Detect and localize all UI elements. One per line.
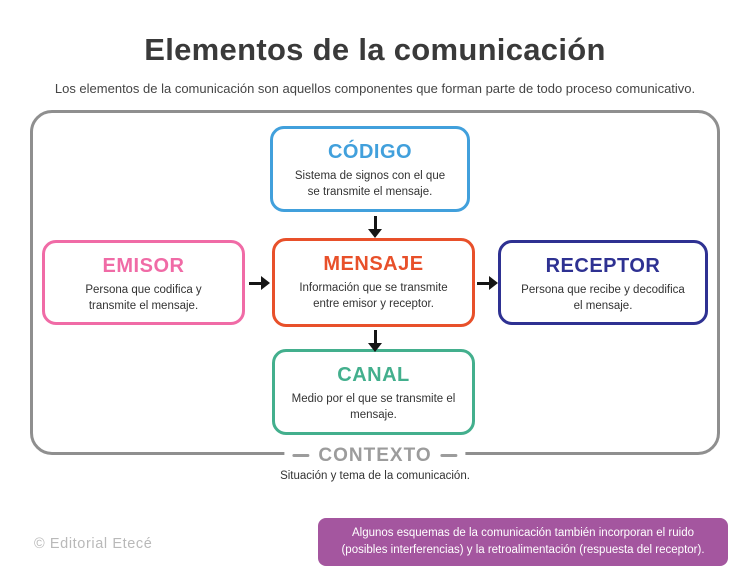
arrow-shaft xyxy=(249,281,261,285)
page-title: Elementos de la comunicación xyxy=(144,32,606,67)
page-subtitle: Los elementos de la comunicación son aqu… xyxy=(54,81,696,96)
receptor-title: RECEPTOR xyxy=(545,255,661,277)
arrow-right-mensaje-to-receptor-icon xyxy=(477,276,498,290)
contexto-dash-right xyxy=(440,454,458,457)
arrow-head xyxy=(261,276,270,290)
receptor-box: RECEPTOR Persona que recibe y decodifica… xyxy=(498,240,708,325)
codigo-title: CÓDIGO xyxy=(327,141,413,163)
contexto-title: CONTEXTO xyxy=(318,444,432,466)
arrow-head xyxy=(489,276,498,290)
mensaje-title: MENSAJE xyxy=(323,253,424,275)
mensaje-description: Información que se transmite entre emiso… xyxy=(299,282,448,310)
arrow-head xyxy=(368,229,382,238)
canal-box: CANAL Medio por el que se transmite el m… xyxy=(272,349,475,435)
contexto-label: CONTEXTO xyxy=(284,444,466,467)
contexto-description: Situación y tema de la comunicación. xyxy=(280,470,470,482)
arrow-shaft xyxy=(477,281,489,285)
arrow-head xyxy=(368,343,382,352)
emisor-description: Persona que codifica y transmite el mens… xyxy=(85,284,202,312)
copyright-text: © Editorial Etecé xyxy=(34,536,153,552)
canal-title: CANAL xyxy=(337,364,410,386)
canal-description: Medio por el que se transmite el mensaje… xyxy=(291,393,456,421)
codigo-description: Sistema de signos con el que se transmit… xyxy=(294,170,446,198)
arrow-down-codigo-to-mensaje-icon xyxy=(368,216,382,238)
emisor-box: EMISOR Persona que codifica y transmite … xyxy=(42,240,245,325)
arrow-right-emisor-to-mensaje-icon xyxy=(249,276,270,290)
arrow-shaft xyxy=(373,330,377,343)
codigo-box: CÓDIGO Sistema de signos con el que se t… xyxy=(270,126,470,212)
emisor-title: EMISOR xyxy=(102,255,185,277)
footer-note: Algunos esquemas de la comunicación tamb… xyxy=(318,518,728,566)
mensaje-box: MENSAJE Información que se transmite ent… xyxy=(272,238,475,327)
receptor-description: Persona que recibe y decodifica el mensa… xyxy=(521,284,685,312)
arrow-shaft xyxy=(373,216,377,229)
arrow-down-mensaje-to-canal-icon xyxy=(368,330,382,352)
contexto-dash-left xyxy=(292,454,310,457)
